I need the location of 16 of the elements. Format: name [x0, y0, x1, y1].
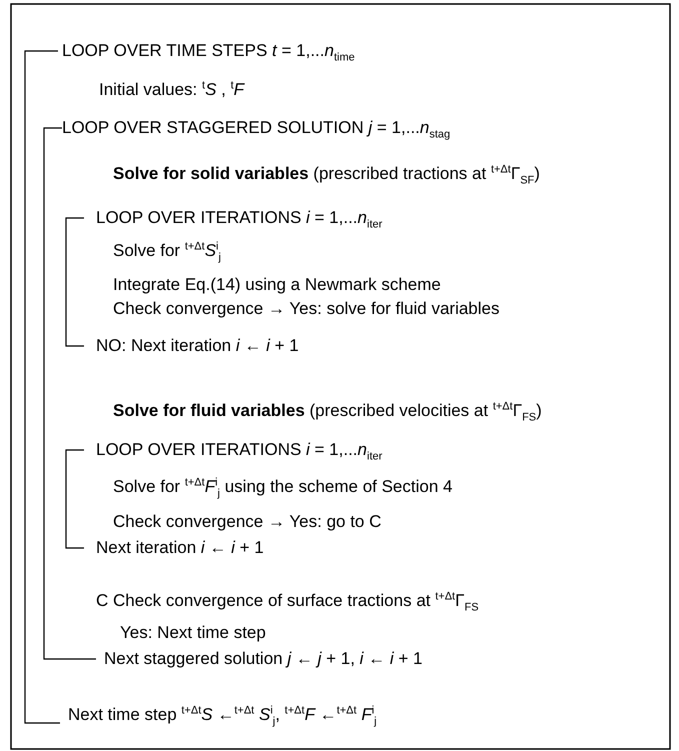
loop-end-text: Next iteration i ← i + 1 — [96, 537, 264, 559]
step-text: Check convergence → Yes: go to C — [113, 511, 382, 533]
loop-heading: LOOP OVER ITERATIONS i = 1,...n$_{iter}$ — [96, 207, 382, 229]
step-text: C Check convergence of surface tractions at $^{t+Δt}$Γ$_{FS}$ — [96, 590, 479, 612]
loop-end-text: NO: Next iteration i ← i + 1 — [96, 335, 299, 357]
stage-heading: Solve for fluid variables (prescribed velocities at $^{t+Δt}$Γ$_{FS}$) — [113, 400, 542, 422]
step-text: Solve for $^{t+Δt}$F$^{i}$$_{j}$ using the scheme of Section 4 — [113, 476, 452, 498]
step-text: Initial values: $^{t}$S , $^{t}$F — [99, 79, 244, 101]
step-text: Yes: Next time step — [120, 622, 266, 644]
loop-end-text: Next staggered solution j ← j + 1, i ← i + 1 — [104, 648, 422, 670]
step-text: Check convergence → Yes: solve for fluid variables — [113, 298, 500, 320]
step-text: Integrate Eq.(14) using a Newmark scheme — [113, 274, 441, 296]
loop-heading: LOOP OVER TIME STEPS t = 1,...n$_{time}$ — [62, 40, 355, 62]
loop-heading: LOOP OVER STAGGERED SOLUTION j = 1,...n$_{stag}$ — [62, 117, 450, 139]
stage-heading: Solve for solid variables (prescribed tractions at $^{t+Δt}$Γ$_{SF}$) — [113, 163, 540, 185]
loop-heading: LOOP OVER ITERATIONS i = 1,...n$_{iter}$ — [96, 439, 382, 461]
